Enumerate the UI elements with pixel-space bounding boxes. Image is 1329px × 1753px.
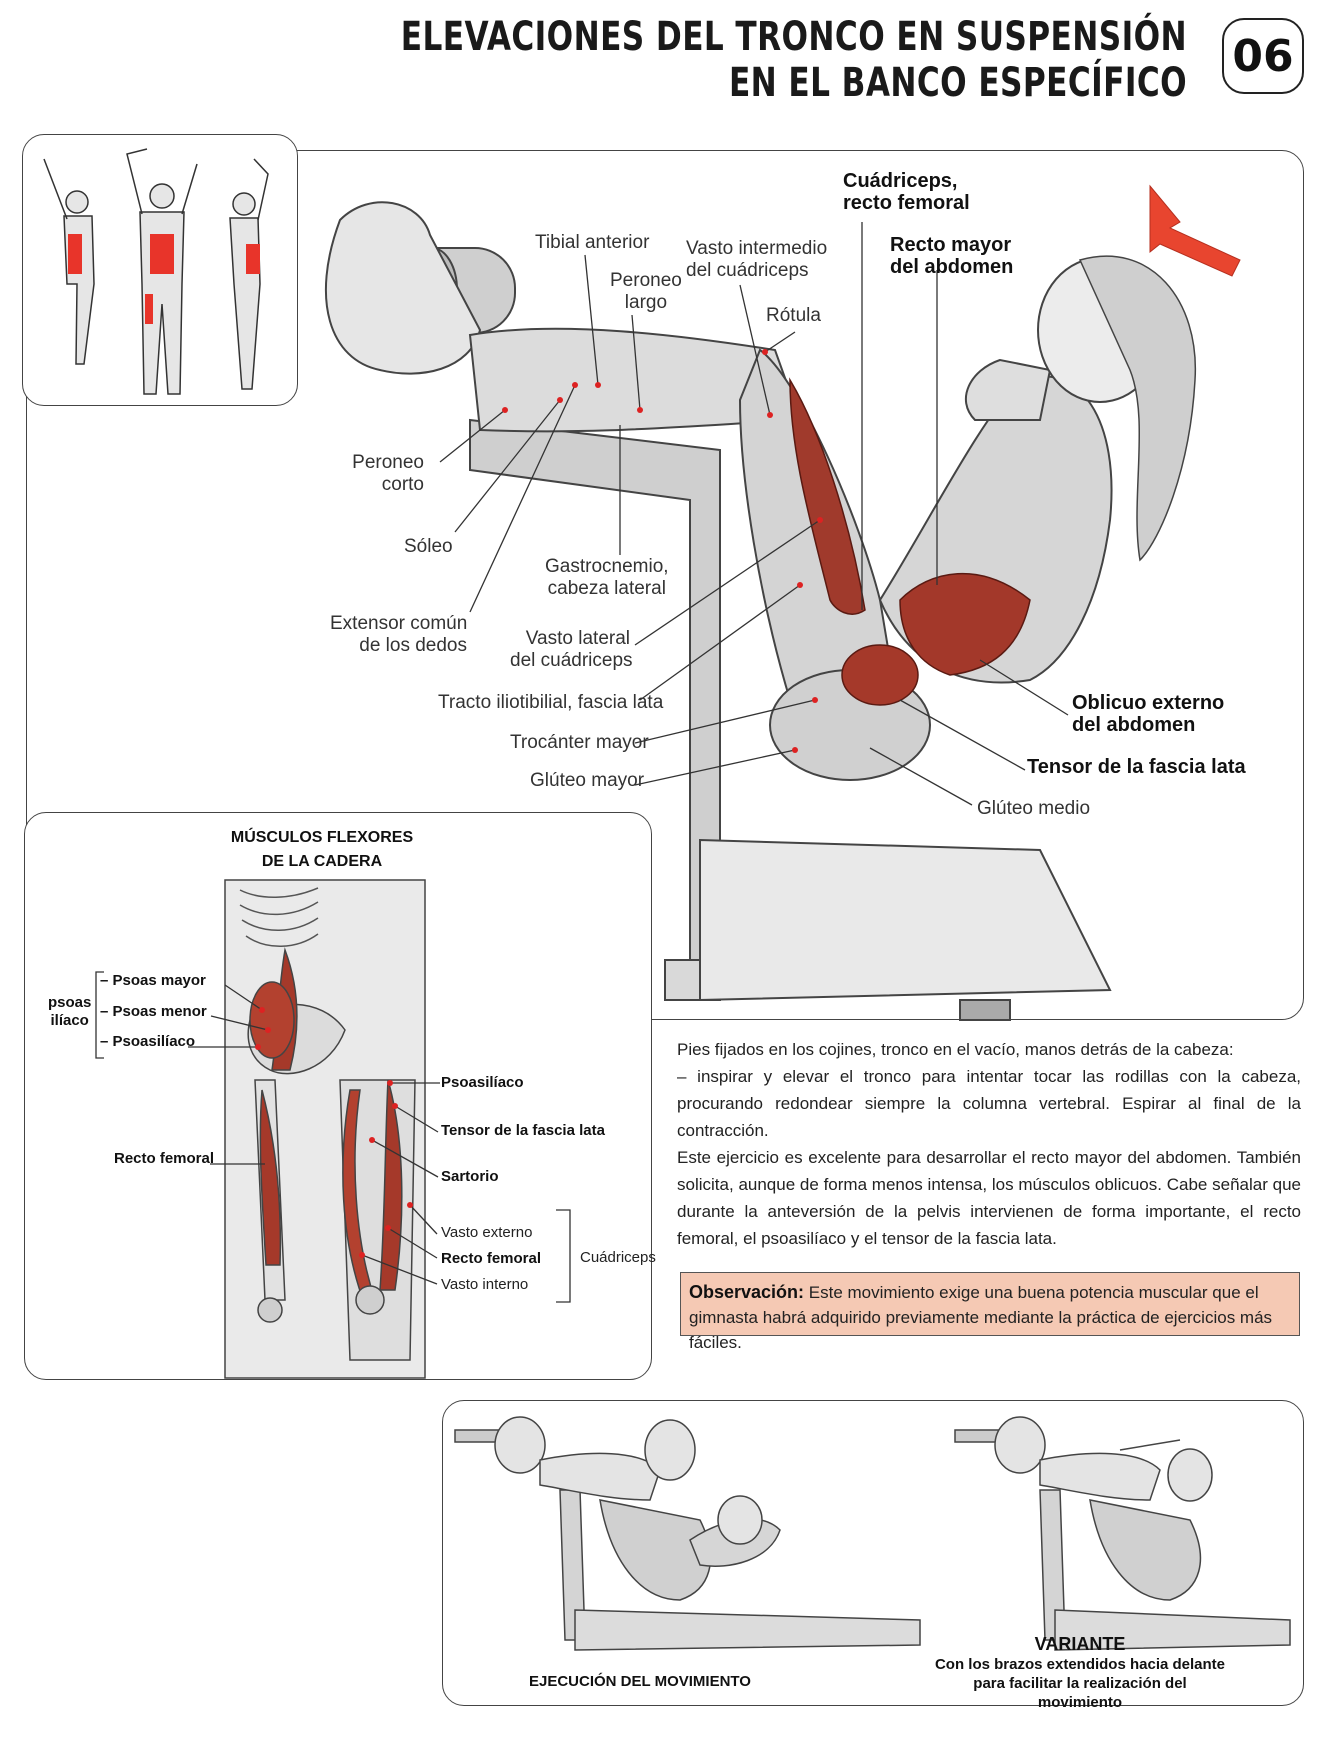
hip-title-line: MÚSCULOS FLEXORES bbox=[230, 829, 414, 846]
label-trocanter-mayor: Trocánter mayor bbox=[510, 732, 649, 753]
hip-label-psoasiliaco-left: – Psoasilíaco bbox=[100, 1033, 196, 1050]
observation-box: Observación: Este movimiento exige una b… bbox=[680, 1272, 1300, 1352]
label-gluteo-medio: Glúteo medio bbox=[977, 798, 1091, 819]
description-p3: Este ejercicio es excelente para desarro… bbox=[677, 1148, 1301, 1248]
label-line: Vasto lateral bbox=[525, 628, 630, 649]
label-tibial-anterior: Tibial anterior bbox=[535, 232, 650, 253]
hip-label-psoasiliaco-right: Psoasilíaco bbox=[441, 1074, 524, 1091]
label-line: largo bbox=[624, 292, 668, 313]
description-p1: Pies fijados en los cojines, tronco en e… bbox=[677, 1040, 1234, 1059]
observation-text: Este movimiento exige una buena potencia… bbox=[689, 1283, 1273, 1352]
label-leader-lines bbox=[439, 222, 1069, 806]
label-vasto-intermedio: Vasto intermedio del cuádriceps bbox=[686, 238, 827, 282]
label-line: Cuádriceps, bbox=[843, 170, 958, 192]
hip-title-line: DE LA CADERA bbox=[261, 853, 383, 870]
label-soleo: Sóleo bbox=[404, 536, 453, 557]
label-line: del cuádriceps bbox=[510, 650, 633, 671]
label-line: del abdomen bbox=[1072, 714, 1196, 736]
label-line: cabeza lateral bbox=[547, 578, 666, 599]
arm-drawing bbox=[964, 358, 1052, 421]
page-title: ELEVACIONES DEL TRONCO EN SUSPENSIÓN EN … bbox=[401, 14, 1187, 106]
variant-line-2: para facilitar la realización del movimi… bbox=[973, 1675, 1187, 1711]
label-peroneo-largo: Peroneo largo bbox=[610, 270, 682, 314]
hip-label-sartorio: Sartorio bbox=[441, 1168, 499, 1185]
label-peroneo-corto: Peroneo corto bbox=[330, 452, 424, 496]
variant-caption: VARIANTE Con los brazos extendidos hacia… bbox=[930, 1633, 1230, 1712]
hip-label-tensor: Tensor de la fascia lata bbox=[441, 1122, 605, 1139]
exercise-description: Pies fijados en los cojines, tronco en e… bbox=[677, 1036, 1301, 1252]
hip-panel-title: MÚSCULOS FLEXORES DE LA CADERA bbox=[200, 826, 444, 874]
label-line: del cuádriceps bbox=[686, 260, 809, 281]
label-cuadriceps-recto-femoral: Cuádriceps, recto femoral bbox=[843, 170, 970, 214]
caption-execution: EJECUCIÓN DEL MOVIMIENTO bbox=[529, 1673, 751, 1690]
label-gluteo-mayor: Glúteo mayor bbox=[530, 770, 645, 791]
direction-arrow-icon bbox=[1149, 184, 1241, 277]
label-line: recto femoral bbox=[843, 192, 970, 214]
label-line: Gastrocnemio, bbox=[545, 556, 669, 577]
label-line: Extensor común bbox=[330, 613, 468, 634]
title-line-2: EN EL BANCO ESPECÍFICO bbox=[728, 60, 1187, 106]
label-tensor-fascia-lata: Tensor de la fascia lata bbox=[1027, 756, 1246, 778]
hair-drawing bbox=[1078, 255, 1197, 562]
hip-label-recto-femoral-left: Recto femoral bbox=[114, 1150, 215, 1167]
hip-group-line: ilíaco bbox=[50, 1012, 89, 1029]
label-gastrocnemio: Gastrocnemio, cabeza lateral bbox=[545, 556, 669, 600]
hip-label-psoas-mayor: – Psoas mayor bbox=[100, 972, 206, 989]
label-line: del abdomen bbox=[890, 256, 1014, 278]
variant-title: VARIANTE bbox=[1034, 1634, 1126, 1654]
bench-drawing bbox=[469, 418, 1112, 1021]
hip-label-recto-femoral-right: Recto femoral bbox=[441, 1250, 542, 1267]
hip-group-line: psoas bbox=[48, 994, 92, 1011]
abdominal-muscle bbox=[899, 572, 1031, 676]
observation-label: Observación: bbox=[689, 1282, 805, 1302]
description-p2: – inspirar y elevar el tronco para inten… bbox=[677, 1067, 1301, 1140]
hip-label-vasto-externo: Vasto externo bbox=[441, 1224, 533, 1241]
label-vasto-lateral: Vasto lateral del cuádriceps bbox=[510, 628, 633, 672]
label-oblicuo-externo: Oblicuo externo del abdomen bbox=[1072, 692, 1224, 736]
muscle-map-figures bbox=[43, 148, 269, 395]
label-line: corto bbox=[381, 474, 424, 495]
label-line: Recto mayor bbox=[890, 234, 1012, 256]
label-recto-mayor-abdomen: Recto mayor del abdomen bbox=[890, 234, 1013, 278]
label-line: Peroneo bbox=[352, 452, 424, 473]
tensor-muscle bbox=[841, 644, 919, 706]
hip-label-psoas-group: psoas ilíaco bbox=[48, 994, 91, 1030]
label-tracto-iliotibilial: Tracto iliotibilial, fascia lata bbox=[438, 692, 664, 713]
hip-label-psoas-menor: – Psoas menor bbox=[100, 1003, 207, 1020]
quadriceps-muscle bbox=[789, 377, 866, 615]
hip-label-vasto-interno: Vasto interno bbox=[441, 1276, 529, 1293]
hip-label-cuadriceps: Cuádriceps bbox=[580, 1249, 656, 1266]
title-line-1: ELEVACIONES DEL TRONCO EN SUSPENSIÓN bbox=[400, 14, 1187, 60]
shoe-drawing bbox=[324, 201, 482, 375]
label-line: Peroneo bbox=[610, 270, 682, 291]
exercise-number-badge: 06 bbox=[1222, 18, 1304, 94]
label-line: de los dedos bbox=[359, 635, 467, 656]
label-rotula: Rótula bbox=[766, 305, 821, 326]
label-line: Oblicuo externo bbox=[1072, 692, 1225, 714]
variant-line-1: Con los brazos extendidos hacia delante bbox=[934, 1656, 1226, 1673]
label-line: Vasto intermedio bbox=[686, 238, 828, 259]
label-extensor-comun: Extensor común de los dedos bbox=[330, 613, 467, 657]
